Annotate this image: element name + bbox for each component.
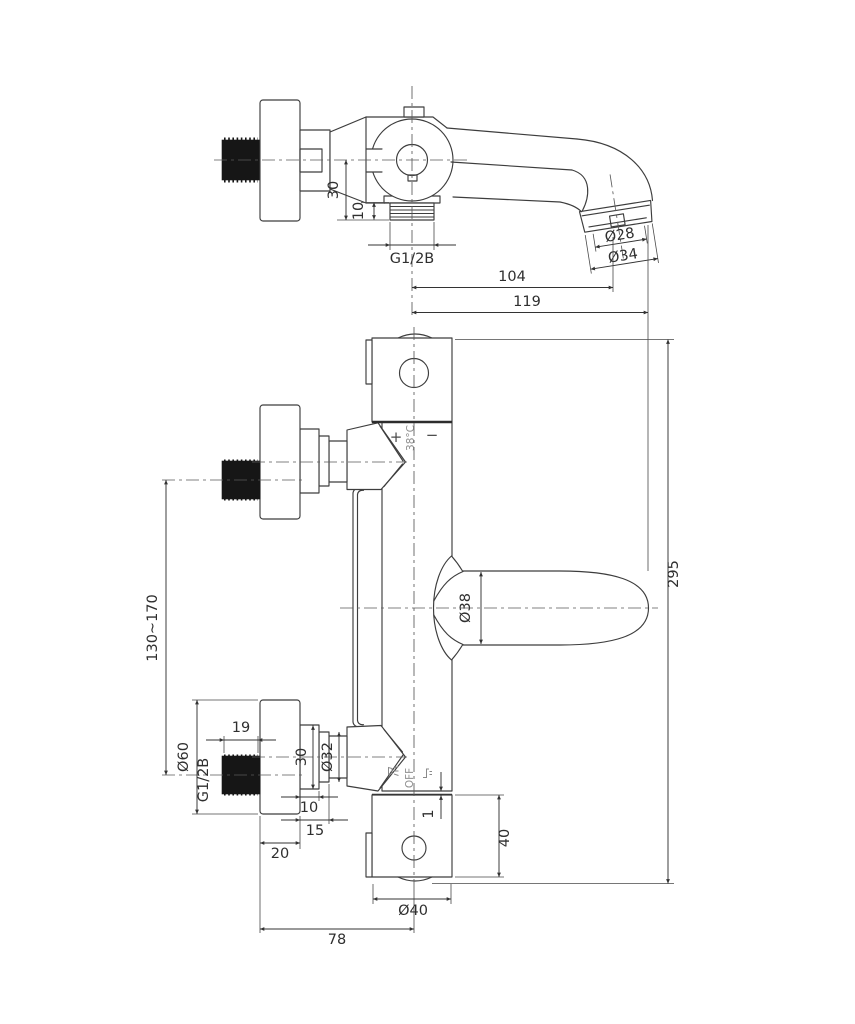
union-nut: [299, 129, 331, 192]
dim-label-104: 104: [498, 269, 526, 285]
spout-mid-edge: [450, 161, 573, 171]
escutcheon-flange: [259, 99, 301, 222]
spout-inner-bend: [571, 169, 589, 212]
spout-top-edge: [446, 127, 578, 140]
marking-minus: −: [426, 426, 439, 444]
side-valve-body: [365, 106, 454, 221]
dim-label-d38: Ø38: [458, 593, 474, 623]
lower-inlet-cone: [346, 724, 407, 792]
dim-label-thread: G1/2B: [390, 251, 435, 267]
spout-bottom-edge: [452, 196, 582, 213]
top-plug: [403, 106, 425, 118]
dim-label-10-front: 10: [300, 800, 318, 816]
dim-label-30: 30: [326, 181, 342, 199]
dim-label-78: 78: [328, 932, 346, 948]
dim-label-d32: Ø32: [320, 742, 336, 772]
temperature-handle-cap: + 38°C −: [365, 333, 453, 451]
bottom-dome: [397, 876, 433, 882]
keyway-notch: [365, 148, 383, 173]
spout-outer-bend: [576, 138, 654, 202]
flow-markings: OFF: [388, 766, 432, 788]
dim-label-15: 15: [306, 823, 324, 839]
spindle-key: [407, 174, 418, 182]
dim-label-19: 19: [232, 720, 250, 736]
top-dome: [397, 333, 433, 339]
inlet-pipes: [352, 487, 365, 728]
top-tab: [365, 339, 373, 385]
dim-label-d60: Ø60: [176, 742, 192, 772]
aerator-key: [608, 213, 626, 228]
side-wall-connection: [221, 99, 367, 222]
dim-label-1: 1: [421, 809, 437, 818]
dim-label-295: 295: [666, 560, 682, 588]
dim-label-40: 40: [497, 829, 513, 847]
marking-off: OFF: [404, 768, 416, 788]
front-dimensions: 130~170 Ø60 G1/2B 19 30 Ø32 10: [145, 339, 682, 948]
marking-38c: 38°C: [405, 425, 417, 451]
dim-label-30-front: 30: [294, 748, 310, 766]
dim-label-d28: Ø28: [604, 225, 636, 245]
bath-spout-icon: [423, 768, 432, 778]
dim-label-20: 20: [271, 846, 289, 862]
side-view: Ø28 Ø34 30 10 G1/2B 104 11: [214, 86, 659, 571]
dim-label-thread-front: G1/2B: [196, 758, 212, 803]
side-dimensions: 30 10 G1/2B 104 119: [326, 159, 649, 571]
dim-label-10: 10: [351, 202, 367, 220]
dim-outlet-diameters: Ø28 Ø34: [584, 223, 659, 274]
dim-label-d40dia: Ø40: [398, 903, 428, 919]
dim-label-d34: Ø34: [607, 246, 639, 266]
union-step: [299, 148, 323, 173]
dim-label-range: 130~170: [145, 594, 161, 662]
marking-plus: +: [390, 428, 403, 446]
side-spout: Ø28 Ø34: [446, 127, 659, 274]
front-view: + 38°C − OFF: [145, 327, 682, 948]
shower-icon: [388, 766, 399, 776]
bottom-tab: [365, 832, 373, 878]
dim-label-119: 119: [513, 294, 541, 310]
